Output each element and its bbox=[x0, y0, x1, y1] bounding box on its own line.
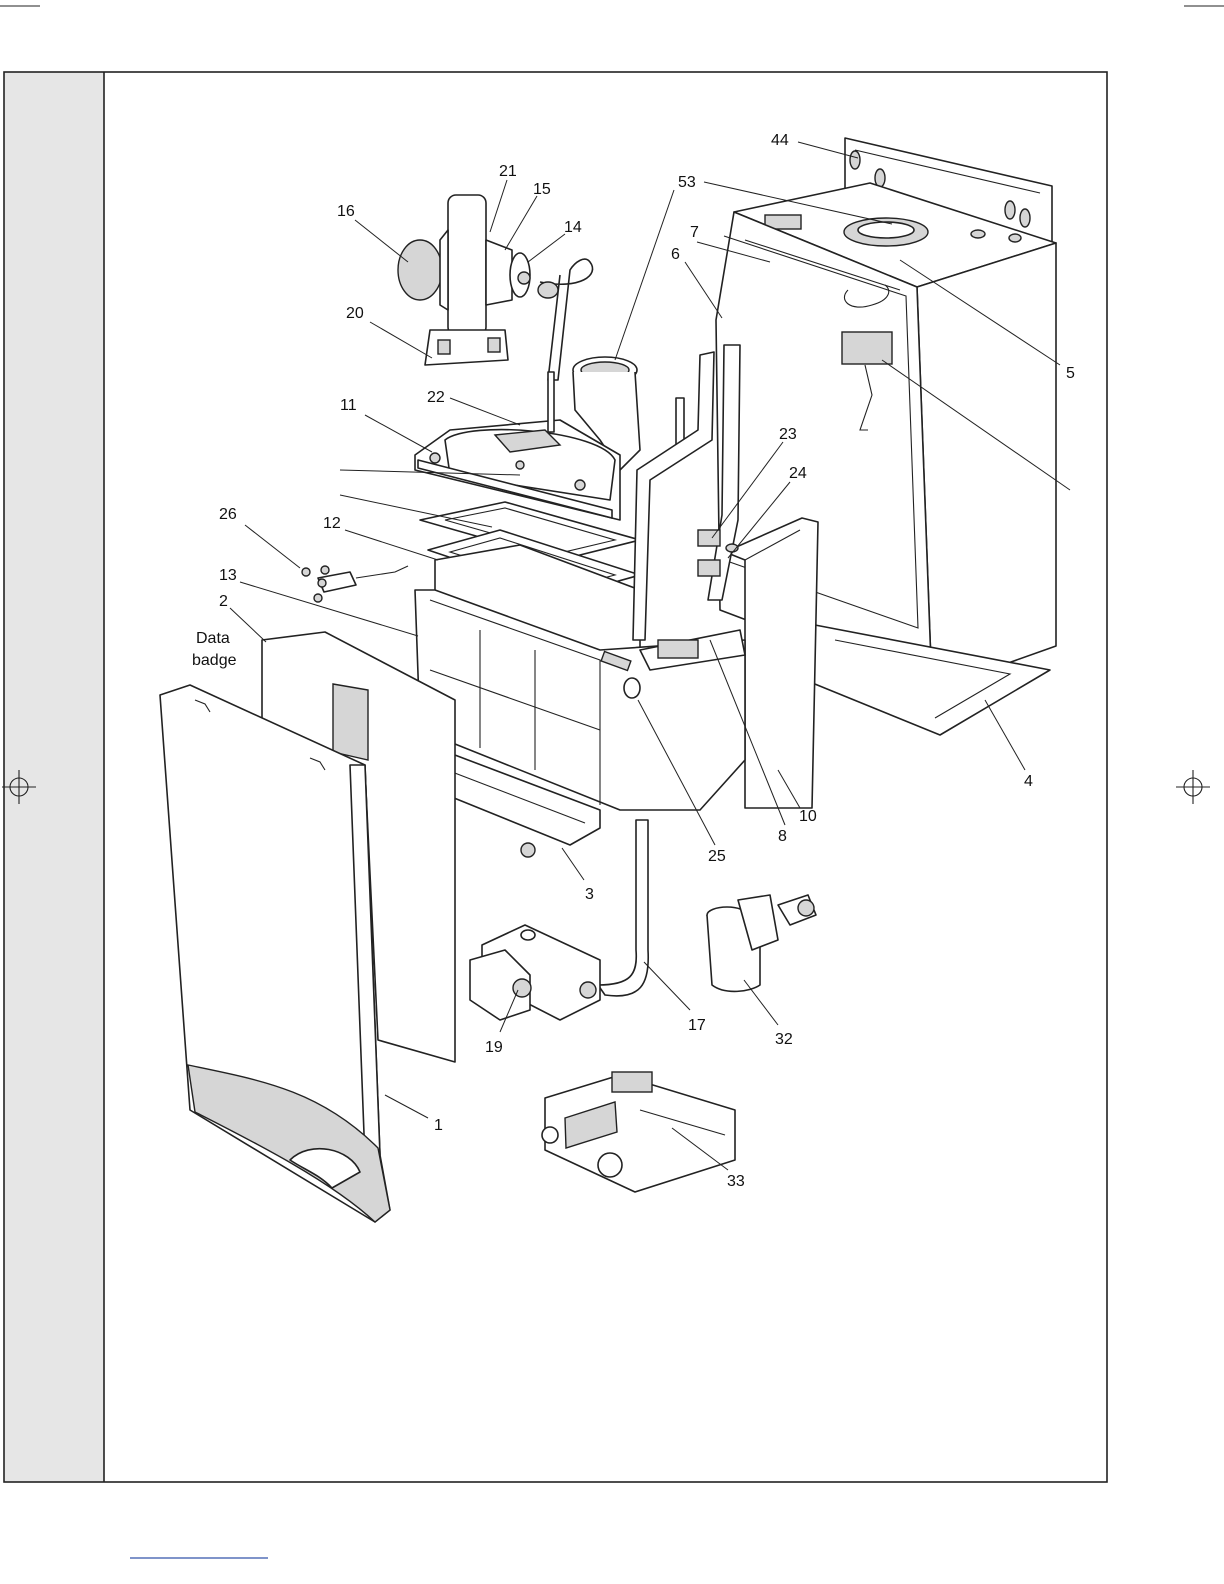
callout-7: 7 bbox=[690, 224, 699, 241]
control-box bbox=[542, 1072, 735, 1192]
registration-mark-right bbox=[1176, 770, 1210, 804]
callout-data-badge-line1: Data bbox=[196, 630, 230, 647]
callout-15: 15 bbox=[533, 181, 551, 198]
callout-44: 44 bbox=[771, 132, 789, 149]
gas-supply-pipe bbox=[598, 820, 648, 996]
callout-25: 25 bbox=[708, 848, 726, 865]
callout-8: 8 bbox=[778, 828, 787, 845]
callout-4: 4 bbox=[1024, 773, 1033, 790]
front-panel bbox=[160, 685, 390, 1222]
ignition-electrode bbox=[302, 566, 408, 602]
callout-20: 20 bbox=[346, 305, 364, 322]
callout-33: 33 bbox=[727, 1173, 745, 1190]
callout-23: 23 bbox=[779, 426, 797, 443]
callout-32: 32 bbox=[775, 1031, 793, 1048]
callout-12: 12 bbox=[323, 515, 341, 532]
callout-11: 11 bbox=[340, 397, 357, 414]
callout-1: 1 bbox=[434, 1117, 443, 1134]
fan-assembly bbox=[398, 195, 530, 365]
callout-14: 14 bbox=[564, 219, 582, 236]
callout-21: 21 bbox=[499, 163, 517, 180]
callout-26: 26 bbox=[219, 506, 237, 523]
callout-22: 22 bbox=[427, 389, 445, 406]
callout-5: 5 bbox=[1066, 365, 1075, 382]
callout-10: 10 bbox=[799, 808, 817, 825]
callout-19: 19 bbox=[485, 1039, 503, 1056]
callout-17: 17 bbox=[688, 1017, 706, 1034]
gas-valve bbox=[470, 925, 600, 1020]
callout-13: 13 bbox=[219, 567, 237, 584]
callout-53: 53 bbox=[678, 174, 696, 191]
condensate-trap bbox=[707, 895, 816, 991]
callout-16: 16 bbox=[337, 203, 355, 220]
callout-3: 3 bbox=[585, 886, 594, 903]
callout-data-badge-line2: badge bbox=[192, 652, 237, 669]
callout-24: 24 bbox=[789, 465, 807, 482]
callout-2: 2 bbox=[219, 593, 228, 610]
callout-6: 6 bbox=[671, 246, 680, 263]
